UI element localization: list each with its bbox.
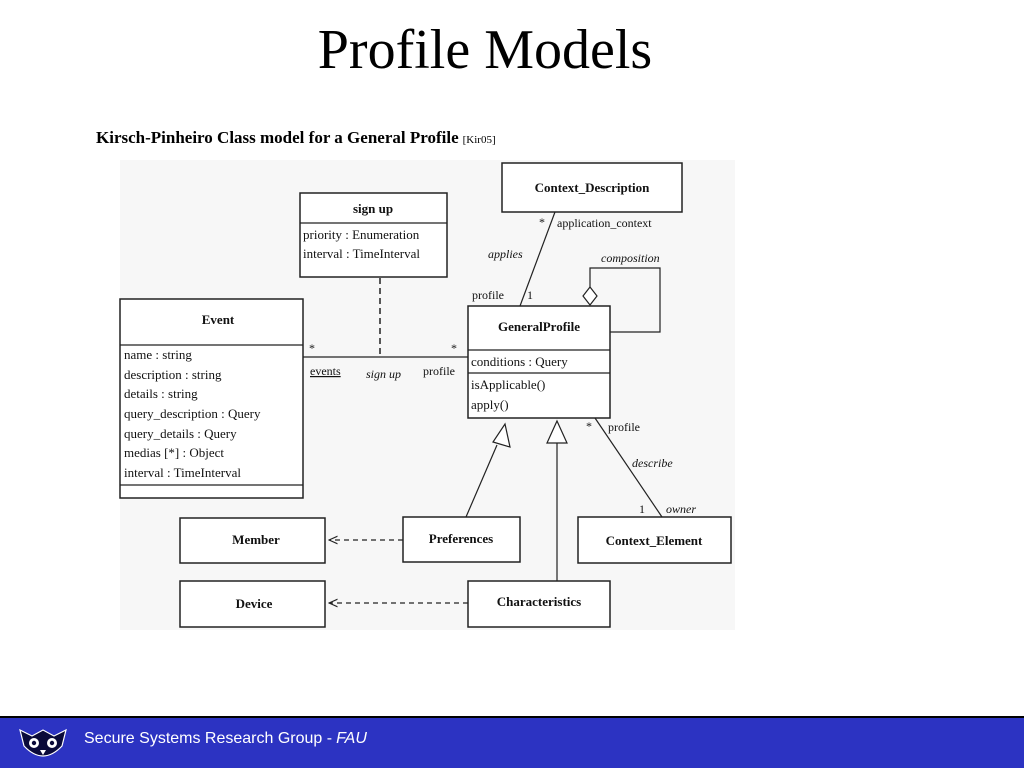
preferences-class-name: Preferences [429, 531, 493, 546]
class-device: Device [179, 580, 326, 628]
footer-fau: FAU [336, 730, 367, 747]
multiplicity-star-profile: * [451, 341, 457, 355]
caption-text: Kirsch-Pinheiro Class model for a Genera… [96, 128, 459, 147]
general-profile-attr-conditions: conditions : Query [471, 354, 568, 369]
generalization-characteristics [546, 419, 568, 581]
class-sign-up: sign up priority : Enumeration interval … [299, 192, 448, 278]
general-profile-class-name: GeneralProfile [498, 319, 580, 334]
role-profile-mid: profile [423, 364, 455, 378]
event-attr-details: details : string [124, 386, 198, 401]
event-attr-medias: medias [*] : Object [124, 445, 224, 460]
multiplicity-star-bottom: * [586, 419, 592, 433]
multiplicity-star-app: * [539, 215, 545, 229]
footer-bar: Secure Systems Research Group -FAU [0, 716, 1024, 768]
role-profile-top: profile [472, 288, 504, 302]
inheritance-triangle [492, 422, 511, 448]
citation-ref: [Kir05] [462, 134, 496, 146]
role-events: events [310, 364, 341, 378]
footer-group-name: Secure Systems Research Group - [84, 730, 333, 747]
footer-text: Secure Systems Research Group -FAU [84, 730, 367, 748]
multiplicity-one-bottom: 1 [639, 502, 645, 516]
role-profile-bottom: profile [608, 420, 640, 434]
sign-up-attr-interval: interval : TimeInterval [303, 246, 420, 261]
association-event-profile: * events sign up profile * [303, 278, 468, 381]
event-attr-query-details: query_details : Query [124, 426, 237, 441]
general-profile-method-isapplicable: isApplicable() [471, 377, 545, 392]
role-owner: owner [666, 502, 696, 516]
event-attr-name: name : string [124, 347, 192, 362]
sign-up-attr-priority: priority : Enumeration [303, 227, 420, 242]
slide-title: Profile Models [317, 19, 653, 81]
association-name-composition: composition [601, 251, 660, 265]
association-name-describe: describe [632, 456, 673, 470]
context-description-class-name: Context_Description [535, 180, 651, 195]
event-attr-query-description: query_description : Query [124, 406, 261, 421]
multiplicity-one-top: 1 [527, 288, 533, 302]
multiplicity-star-event: * [309, 341, 315, 355]
uml-class-diagram: sign up priority : Enumeration interval … [119, 162, 732, 628]
association-describe: * profile describe 1 owner [586, 417, 696, 518]
class-event: Event name : string description : string… [119, 298, 304, 499]
event-attr-interval: interval : TimeInterval [124, 465, 241, 480]
characteristics-class-name: Characteristics [497, 594, 581, 609]
diagram-caption: Kirsch-Pinheiro Class model for a Genera… [96, 128, 496, 148]
association-name-applies: applies [488, 247, 523, 261]
role-application-context: application_context [557, 216, 652, 230]
owl-logo-icon [19, 728, 67, 757]
class-characteristics: Characteristics [467, 580, 611, 628]
composition-self-association: composition [582, 251, 661, 333]
class-context-element: Context_Element [577, 516, 732, 564]
aggregation-diamond [582, 286, 598, 306]
association-name-sign-up: sign up [366, 367, 401, 381]
context-element-class-name: Context_Element [606, 533, 703, 548]
class-context-description: Context_Description [501, 162, 683, 213]
class-general-profile: GeneralProfile conditions : Query isAppl… [467, 305, 611, 419]
device-class-name: Device [236, 596, 273, 611]
event-class-name: Event [202, 312, 235, 327]
association-applies: * application_context applies profile 1 [472, 211, 652, 307]
generalization-preferences [465, 422, 511, 518]
inheritance-triangle [546, 419, 568, 444]
general-profile-method-apply: apply() [471, 397, 509, 412]
sign-up-class-name: sign up [353, 201, 393, 216]
class-preferences: Preferences [402, 516, 521, 563]
event-attr-description: description : string [124, 367, 222, 382]
class-member: Member [179, 517, 326, 564]
member-class-name: Member [232, 532, 280, 547]
